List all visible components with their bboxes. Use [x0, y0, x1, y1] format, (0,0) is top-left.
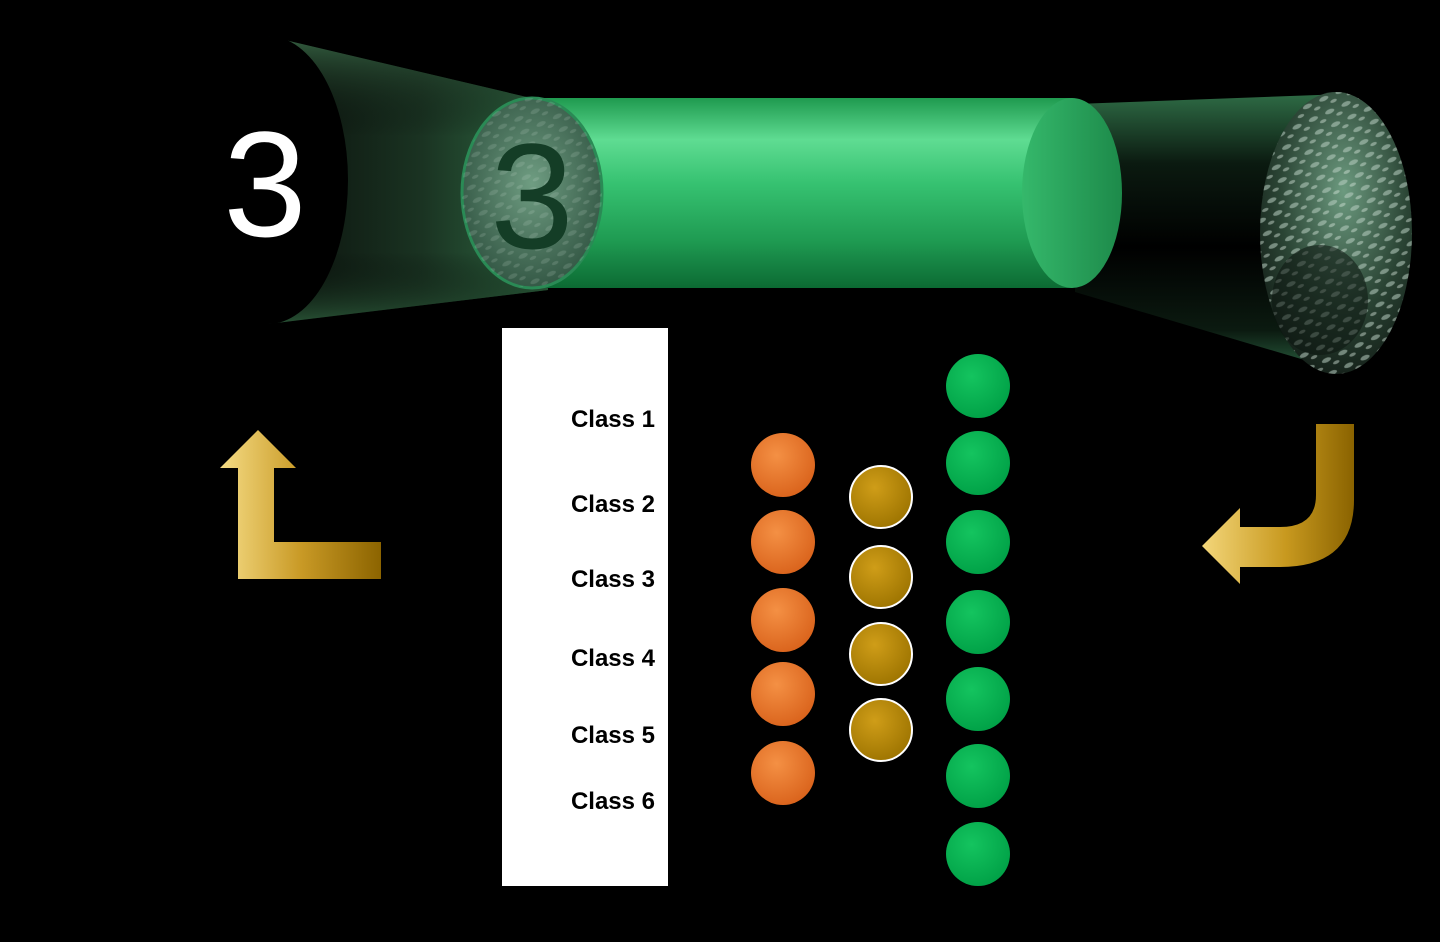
green-node	[946, 744, 1010, 808]
input-face	[188, 36, 348, 324]
class-label-4: Class 4	[571, 645, 656, 672]
orange-layer	[751, 433, 815, 805]
gold-node	[849, 622, 913, 686]
green-node	[946, 822, 1010, 886]
multimode-fiber: 3	[460, 96, 1122, 290]
green-node	[946, 667, 1010, 731]
green-node	[946, 590, 1010, 654]
green-layer	[946, 354, 1010, 886]
orange-node	[751, 510, 815, 574]
class-labels: Class 1 Class 2 Class 3 Class 4 Class 5 …	[571, 406, 656, 815]
gold-layer	[849, 465, 913, 762]
output-cone	[1075, 92, 1412, 374]
orange-node	[751, 433, 815, 497]
fiber-output-end	[1022, 98, 1122, 288]
green-node	[946, 354, 1010, 418]
orange-node	[751, 741, 815, 805]
class-label-5: Class 5	[571, 722, 655, 749]
gold-node	[849, 698, 913, 762]
class-label-3: Class 3	[571, 566, 655, 593]
class-label-6: Class 6	[571, 788, 655, 815]
green-node	[946, 510, 1010, 574]
class-label-2: Class 2	[571, 491, 655, 518]
class-label-1: Class 1	[571, 406, 655, 433]
gold-node	[849, 465, 913, 529]
return-arrow-left	[220, 430, 381, 579]
return-arrow-right	[1202, 424, 1354, 584]
orange-node	[751, 662, 815, 726]
input-digit: 3	[223, 100, 306, 268]
gold-node	[849, 545, 913, 609]
fiber-input-digit: 3	[490, 112, 573, 280]
class-panel	[502, 328, 668, 886]
green-node	[946, 431, 1010, 495]
orange-node	[751, 588, 815, 652]
